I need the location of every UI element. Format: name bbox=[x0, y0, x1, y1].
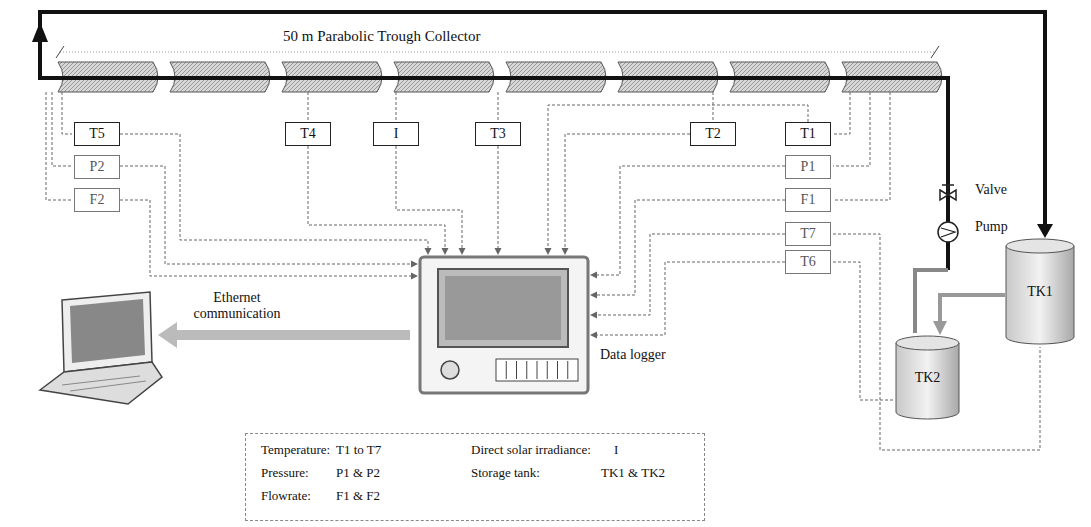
signal-wire bbox=[596, 200, 785, 295]
transfer-pipe bbox=[933, 295, 1005, 335]
signal-wire bbox=[590, 200, 785, 299]
node-label: T5 bbox=[89, 126, 105, 142]
signal-wire bbox=[596, 262, 785, 335]
sensor-box: T7 bbox=[785, 222, 831, 246]
signal-wire bbox=[545, 105, 809, 255]
sensor-box: T3 bbox=[475, 122, 521, 146]
laptop bbox=[40, 292, 162, 404]
node-label: P2 bbox=[90, 159, 105, 175]
signal-wire bbox=[120, 134, 428, 249]
arrow-head bbox=[411, 261, 418, 268]
sensor-box: F1 bbox=[785, 188, 831, 212]
legend-text: Storage tank: bbox=[471, 465, 540, 481]
signal-wire bbox=[498, 146, 499, 249]
component-label: Valve bbox=[975, 182, 1007, 198]
arrow-head bbox=[562, 248, 569, 255]
signal-wire bbox=[565, 134, 690, 249]
pipe bbox=[40, 12, 1045, 270]
sensor-box: T4 bbox=[285, 122, 331, 146]
node-label: T1 bbox=[800, 126, 816, 142]
sensor-box: P2 bbox=[74, 155, 120, 179]
signal-wire bbox=[120, 134, 432, 255]
node-label: T2 bbox=[705, 126, 721, 142]
legend-text: TK1 & TK2 bbox=[601, 465, 665, 481]
signal-wire bbox=[120, 200, 412, 276]
sensor-box: T6 bbox=[785, 250, 831, 274]
component-label: Pump bbox=[975, 219, 1008, 235]
valve-stem bbox=[942, 185, 954, 195]
signal-wire bbox=[120, 166, 412, 264]
node-label: P1 bbox=[801, 159, 816, 175]
arrow-head bbox=[590, 312, 597, 319]
logger-device bbox=[418, 255, 590, 395]
sensor-box: T1 bbox=[785, 122, 831, 146]
node-label: T4 bbox=[300, 126, 316, 142]
signal-wire bbox=[590, 234, 785, 319]
arrow-head bbox=[590, 272, 597, 279]
signal-wire bbox=[120, 200, 418, 280]
legend-text: F1 & F2 bbox=[336, 488, 380, 504]
legend-text: Direct solar irradiance: bbox=[471, 442, 591, 458]
dimension-ticks bbox=[56, 46, 939, 58]
node-label: F1 bbox=[801, 192, 816, 208]
legend-text: T1 to T7 bbox=[336, 442, 381, 458]
arrow-head bbox=[425, 248, 432, 255]
node-label: I bbox=[394, 126, 399, 142]
node-label: TK1 bbox=[1027, 284, 1053, 300]
flow-arrow bbox=[1037, 224, 1053, 238]
device-label: Data logger bbox=[600, 347, 666, 363]
legend-text: Temperature: bbox=[261, 442, 330, 458]
signal-wire bbox=[308, 146, 445, 249]
arrow-head bbox=[442, 248, 449, 255]
pump-symbol bbox=[941, 228, 955, 237]
arrow-head bbox=[495, 248, 502, 255]
node-label: T7 bbox=[800, 226, 816, 242]
title-label: 50 m Parabolic Trough Collector bbox=[283, 28, 481, 45]
arrow-head bbox=[590, 332, 597, 339]
legend-text: I bbox=[614, 442, 618, 458]
signal-wire bbox=[562, 134, 691, 255]
sensor-box: I bbox=[373, 122, 419, 146]
node-label: TK2 bbox=[915, 370, 941, 386]
dimension-line bbox=[60, 52, 935, 53]
ethernet-arrow bbox=[158, 322, 177, 348]
sensor-box: T2 bbox=[690, 122, 736, 146]
legend-text: Flowrate: bbox=[261, 488, 311, 504]
legend-box: Temperature: T1 to T7 Direct solar irradia… bbox=[245, 433, 705, 521]
signal-wire bbox=[495, 146, 502, 255]
flow-arrow bbox=[32, 22, 48, 42]
signal-wire bbox=[396, 146, 462, 249]
pump-symbol bbox=[938, 222, 958, 242]
signal-wire bbox=[308, 146, 449, 255]
arrow-head bbox=[933, 321, 947, 335]
data-logger: Data logger bbox=[418, 255, 590, 395]
arrow-head bbox=[459, 248, 466, 255]
node-label: F2 bbox=[90, 192, 105, 208]
node-label: T3 bbox=[490, 126, 506, 142]
sensor-box: P1 bbox=[785, 155, 831, 179]
signal-wire bbox=[596, 234, 785, 315]
signal-wire bbox=[596, 166, 785, 275]
node-label: T6 bbox=[800, 254, 816, 270]
storage-tank: TK1 bbox=[1005, 238, 1075, 345]
sensor-box: T5 bbox=[74, 122, 120, 146]
ethernet-arrow bbox=[175, 330, 410, 340]
arrow-head bbox=[590, 292, 597, 299]
signal-wire bbox=[120, 166, 418, 268]
signal-wire bbox=[590, 262, 785, 339]
sensor-box: F2 bbox=[74, 188, 120, 212]
transfer-pipe bbox=[940, 295, 1005, 322]
arrow-head bbox=[545, 248, 552, 255]
ethernet-label: Ethernet communication bbox=[182, 290, 292, 322]
signal-wire bbox=[396, 146, 466, 255]
legend-text: Pressure: bbox=[261, 465, 309, 481]
legend-text: P1 & P2 bbox=[336, 465, 380, 481]
signal-wire bbox=[548, 105, 808, 249]
storage-tank: TK2 bbox=[895, 335, 960, 420]
sensor-leaders bbox=[46, 92, 1040, 450]
arrow-head bbox=[411, 273, 418, 280]
